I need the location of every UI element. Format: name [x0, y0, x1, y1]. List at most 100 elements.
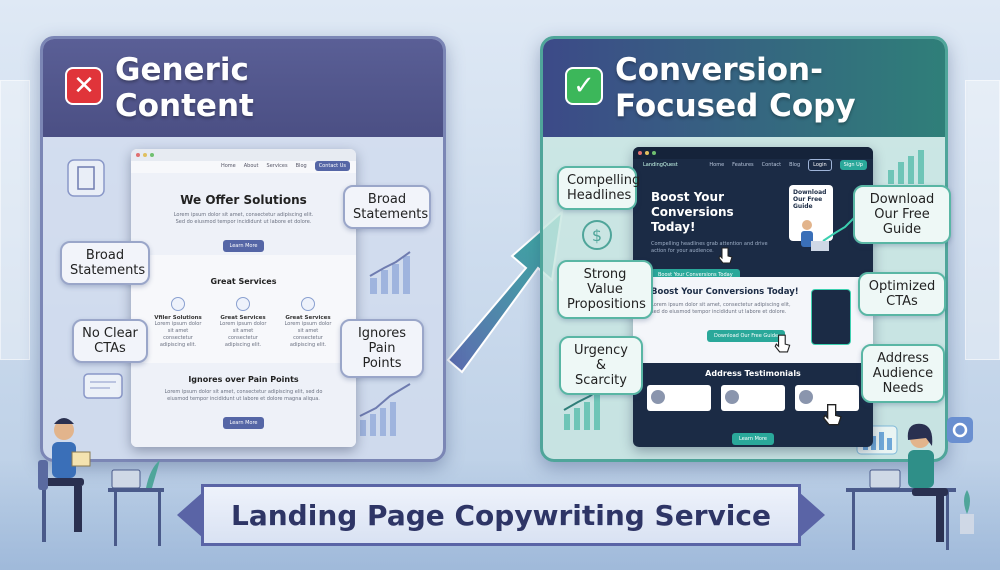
service-desc: Lorem ipsum dolor sit amet consectetur a… — [284, 321, 332, 348]
man-reading-illustration — [38, 418, 164, 546]
background-window — [0, 80, 30, 360]
service-label: Great Services — [285, 315, 331, 321]
browser-bar — [633, 147, 873, 159]
callout-ignores-pain-points: Ignores Pain Points — [340, 319, 424, 378]
nav-link[interactable]: Blog — [789, 162, 801, 168]
brand-logo: LandingQuest — [643, 162, 678, 168]
avatar — [799, 390, 813, 404]
testimonial-card — [647, 385, 711, 411]
nav-link[interactable]: Blog — [295, 163, 307, 169]
testimonial-card — [721, 385, 785, 411]
nav-link[interactable]: Home — [220, 163, 236, 169]
nav-link[interactable]: Home — [709, 162, 725, 168]
callout-urgency-scarcity: Urgency & Scarcity — [559, 336, 643, 395]
window-dot-icon — [645, 151, 649, 155]
callout-strong-value-propositions: Strong Value Propositions — [557, 260, 653, 319]
callout-compelling-headlines: Compelling Headlines — [557, 166, 640, 210]
banner-body: Landing Page Copywriting Service — [201, 484, 801, 546]
service-item: Great Services Lorem ipsum dolor sit ame… — [218, 297, 268, 349]
pain-title: Ignores over Pain Points — [188, 375, 299, 384]
pointer-cursor-icon — [774, 334, 791, 353]
window-dot-icon — [652, 151, 656, 155]
service-icon — [171, 297, 185, 311]
svg-text:$: $ — [592, 226, 602, 245]
pain-points-section: Ignores over Pain Points Lorem ipsum dol… — [131, 363, 356, 447]
person-laptop-icon — [801, 214, 858, 251]
browser-bar — [131, 149, 356, 161]
avatar — [651, 390, 665, 404]
service-label: Vfiler Solutions — [154, 315, 202, 321]
dollar-icon: $ — [582, 220, 612, 250]
panel-title: Generic Content — [115, 52, 254, 124]
learn-more-button[interactable]: Learn More — [222, 240, 265, 252]
service-label: Great Services — [220, 315, 266, 321]
banner-left-arrow-icon — [177, 492, 203, 538]
nav-link[interactable]: Contact — [761, 162, 782, 168]
panel-header: ✕ Generic Content — [43, 39, 443, 137]
service-item: Great Services Lorem ipsum dolor sit ame… — [283, 297, 333, 349]
line-chart-icon — [359, 383, 411, 436]
mock-nav: Home Features Contact Blog Login Sign Up — [709, 159, 867, 171]
window-dot-icon — [136, 153, 140, 157]
nav-link[interactable]: Services — [266, 163, 288, 169]
hero-section: We Offer Solutions Lorem ipsum dolor sit… — [131, 173, 356, 255]
hero-body: Compelling headlines grab attention and … — [651, 241, 768, 254]
avatar — [725, 390, 739, 404]
window-dot-icon — [150, 153, 154, 157]
nav-link[interactable]: About — [243, 163, 259, 169]
banner-title: Landing Page Copywriting Service — [231, 498, 771, 532]
cta-section: Learn More — [633, 425, 873, 445]
panel-header: ✓ Conversion- Focused Copy — [543, 39, 945, 137]
generic-landing-page-mockup: Home About Services Blog Contact Us We O… — [131, 149, 356, 447]
window-dot-icon — [143, 153, 147, 157]
banner-right-arrow-icon — [799, 492, 825, 538]
pointer-cursor-icon — [822, 404, 842, 426]
hero-title-line: Boost Your — [651, 190, 724, 204]
learn-more-button[interactable]: Learn More — [732, 433, 774, 445]
callout-download-guide: Download Our Free Guide — [853, 185, 951, 244]
woman-laptop-illustration — [846, 423, 974, 550]
callout-broad-statements: Broad Statements — [60, 241, 150, 285]
service-desc: Lorem ipsum dolor sit amet consectetur a… — [219, 321, 267, 348]
callout-broad-statements: Broad Statements — [343, 185, 431, 229]
background-window — [965, 80, 1000, 360]
conversion-landing-page-mockup: LandingQuest Home Features Contact Blog … — [633, 147, 873, 447]
service-desc: Lorem ipsum dolor sit amet consectetur a… — [154, 321, 202, 348]
check-icon: ✓ — [565, 67, 603, 105]
services-title: Great Services — [210, 277, 277, 286]
hero-body: Lorem ipsum dolor sit amet, consectetur … — [173, 212, 314, 225]
hero-section: Boost Your Conversions Today! Compelling… — [651, 190, 771, 281]
x-icon: ✕ — [65, 67, 103, 105]
callout-address-audience-needs: Address Audience Needs — [861, 344, 945, 403]
hero-title: We Offer Solutions — [180, 193, 307, 207]
callout-optimized-ctas: Optimized CTAs — [858, 272, 946, 316]
guide-book-icon — [811, 289, 851, 345]
bar-chart-icon — [888, 150, 924, 184]
testimonials-title: Address Testimonials — [705, 369, 801, 378]
panel-title: Conversion- Focused Copy — [615, 52, 856, 124]
nav-link[interactable]: Features — [732, 162, 754, 168]
sign-up-button[interactable]: Sign Up — [839, 160, 867, 170]
testimonials-section: Address Testimonials — [633, 369, 873, 378]
learn-more-button[interactable]: Learn More — [222, 417, 265, 429]
callout-no-clear-ctas: No Clear CTAs — [72, 319, 148, 363]
gear-icon — [947, 417, 973, 443]
service-icon — [236, 297, 250, 311]
service-item: Vfiler Solutions Lorem ipsum dolor sit a… — [153, 297, 203, 349]
download-guide-button[interactable]: Download Our Free Guide — [707, 330, 786, 342]
section-body: Lorem ipsum dolor sit amet, consectetur … — [651, 302, 791, 315]
chat-bubble-icon — [83, 373, 123, 399]
services-section: Great Services — [131, 277, 356, 286]
hero-title-line: Conversions Today! — [651, 205, 734, 234]
service-banner: Landing Page Copywriting Service — [175, 484, 827, 546]
bar-chart-icon — [369, 251, 411, 294]
window-dot-icon — [638, 151, 642, 155]
login-button[interactable]: Login — [808, 159, 832, 171]
pain-body: Lorem ipsum dolor sit amet, consectetur … — [164, 389, 323, 402]
mock-nav: Home About Services Blog Contact Us — [221, 161, 350, 171]
contact-button[interactable]: Contact Us — [314, 161, 350, 171]
pointer-cursor-icon — [718, 247, 733, 264]
section-title: Boost Your Conversions Today! — [651, 287, 799, 297]
service-icon — [301, 297, 315, 311]
document-icon — [67, 159, 105, 197]
